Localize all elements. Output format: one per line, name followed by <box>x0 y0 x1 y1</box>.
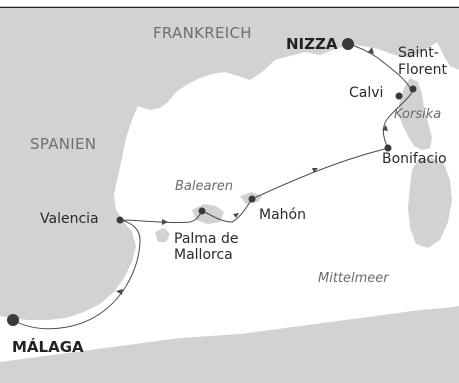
label-mediterranean: Mittelmeer <box>318 271 389 286</box>
label-mahon: Mahón <box>259 207 306 223</box>
port-dot-mahon <box>248 195 256 203</box>
france-land <box>0 8 459 110</box>
sardinia-island <box>408 158 452 248</box>
port-dot-saint-florent <box>409 85 417 93</box>
label-spain: SPANIEN <box>30 135 97 153</box>
label-malaga: MÁLAGA <box>12 338 84 356</box>
route-arrow-6 <box>368 47 374 54</box>
route-arrow-5 <box>382 125 388 131</box>
label-palma: Palma de Mallorca <box>174 231 239 263</box>
ibiza-island <box>155 228 170 242</box>
port-dot-malaga <box>7 314 19 326</box>
label-france: FRANKREICH <box>153 24 252 42</box>
spain-land <box>0 57 138 320</box>
route-arrow-4 <box>312 168 318 173</box>
label-saint-florent: Saint- Florent <box>398 45 447 78</box>
port-dot-palma <box>198 207 206 215</box>
route-arrow-2 <box>162 219 168 225</box>
port-dot-calvi <box>395 92 403 100</box>
label-valencia: Valencia <box>40 211 99 227</box>
label-corsica: Korsika <box>394 107 442 122</box>
label-nice: NIZZA <box>286 35 338 53</box>
cruise-route <box>12 43 413 330</box>
italy-land <box>430 8 459 70</box>
port-dot-valencia <box>116 216 124 224</box>
africa-land <box>0 306 459 383</box>
label-bonifacio: Bonifacio <box>382 151 447 167</box>
port-dot-bonifacio <box>384 144 392 152</box>
label-calvi: Calvi <box>349 85 384 101</box>
corsica-island <box>398 78 432 150</box>
label-balearics: Balearen <box>175 179 234 194</box>
port-dot-nice <box>342 38 354 50</box>
route-arrow-3 <box>233 213 239 218</box>
route-arrow-1 <box>116 289 123 295</box>
